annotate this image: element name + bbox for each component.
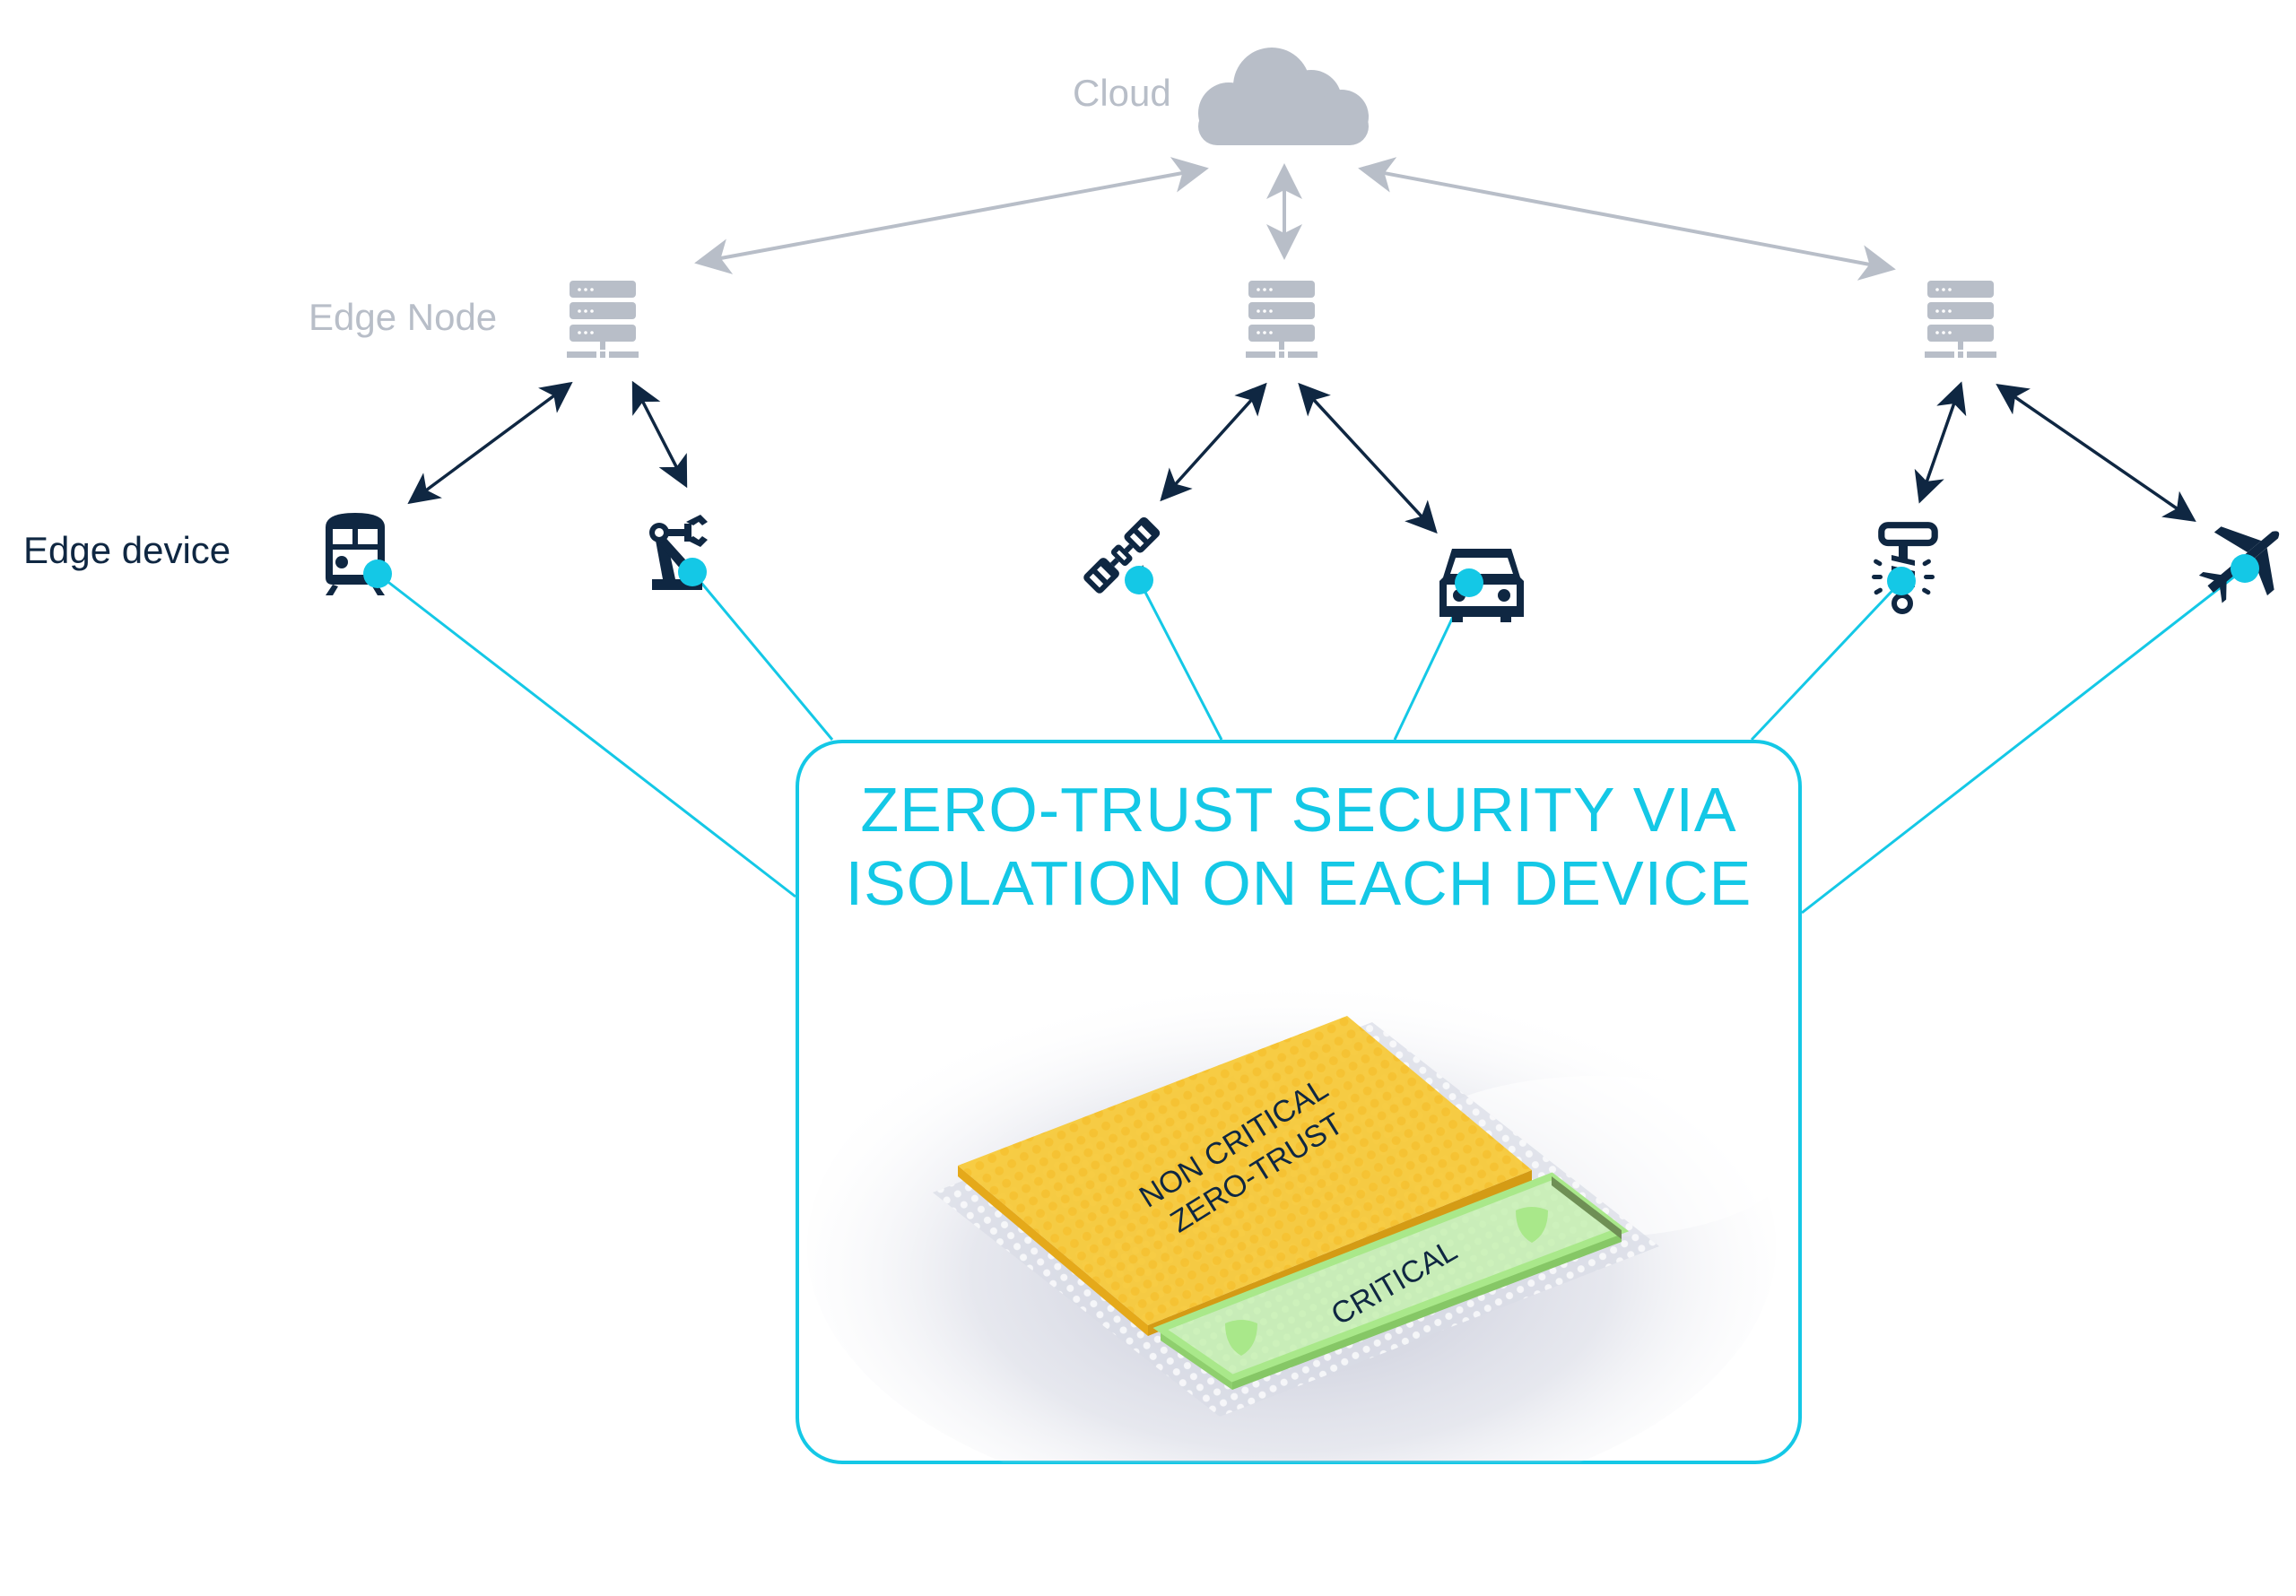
device-dot-car xyxy=(1455,568,1483,597)
link-airplane xyxy=(1801,567,2246,915)
edge-node-label: Edge Node xyxy=(309,296,498,338)
chip-illustration: NON CRITICAL ZERO-TRUST CRITICAL xyxy=(807,977,1794,1462)
arrow-node2-car xyxy=(1298,382,1438,534)
device-dot-satellite xyxy=(1125,566,1153,594)
server-icon xyxy=(1925,281,1996,358)
device-isolation-links xyxy=(377,567,2246,915)
device-nodes xyxy=(363,554,2259,597)
server-icon xyxy=(1246,281,1318,358)
security-box-title-line2: ISOLATION ON EACH DEVICE xyxy=(845,848,1752,918)
edge-device-label: Edge device xyxy=(23,529,231,571)
server-icon xyxy=(567,281,639,358)
security-box: NON CRITICAL ZERO-TRUST CRITICAL xyxy=(796,740,1802,1464)
satellite-icon xyxy=(1083,516,1161,594)
device-dot-airplane xyxy=(2231,554,2259,583)
critical-block xyxy=(1152,1172,1630,1390)
node-device-links xyxy=(407,380,2196,534)
cloud-links xyxy=(694,157,1896,281)
arrow-node3-airplane xyxy=(1996,384,2196,522)
device-dot-train xyxy=(363,559,392,588)
link-satellite xyxy=(1137,579,1223,741)
cloud-label: Cloud xyxy=(1073,72,1171,114)
arrow-node2-satellite xyxy=(1160,382,1267,502)
link-sprinkler xyxy=(1750,579,1903,742)
link-robot-arm xyxy=(691,571,834,741)
device-dot-sprinkler xyxy=(1887,567,1916,595)
link-train xyxy=(377,572,796,898)
security-box-title-line1: ZERO-TRUST SECURITY VIA xyxy=(860,775,1737,845)
arrow-node1-train xyxy=(407,381,573,505)
arrow-cloud-node3 xyxy=(1358,157,1896,281)
arrow-node3-sprinkler xyxy=(1914,381,1967,504)
device-dot-robot-arm xyxy=(678,558,707,586)
arrow-cloud-node1 xyxy=(694,157,1209,274)
security-box-title: ZERO-TRUST SECURITY VIA ISOLATION ON EAC… xyxy=(796,773,1802,920)
arrow-node1-robot-arm xyxy=(631,380,688,489)
cloud-icon xyxy=(1198,48,1369,145)
